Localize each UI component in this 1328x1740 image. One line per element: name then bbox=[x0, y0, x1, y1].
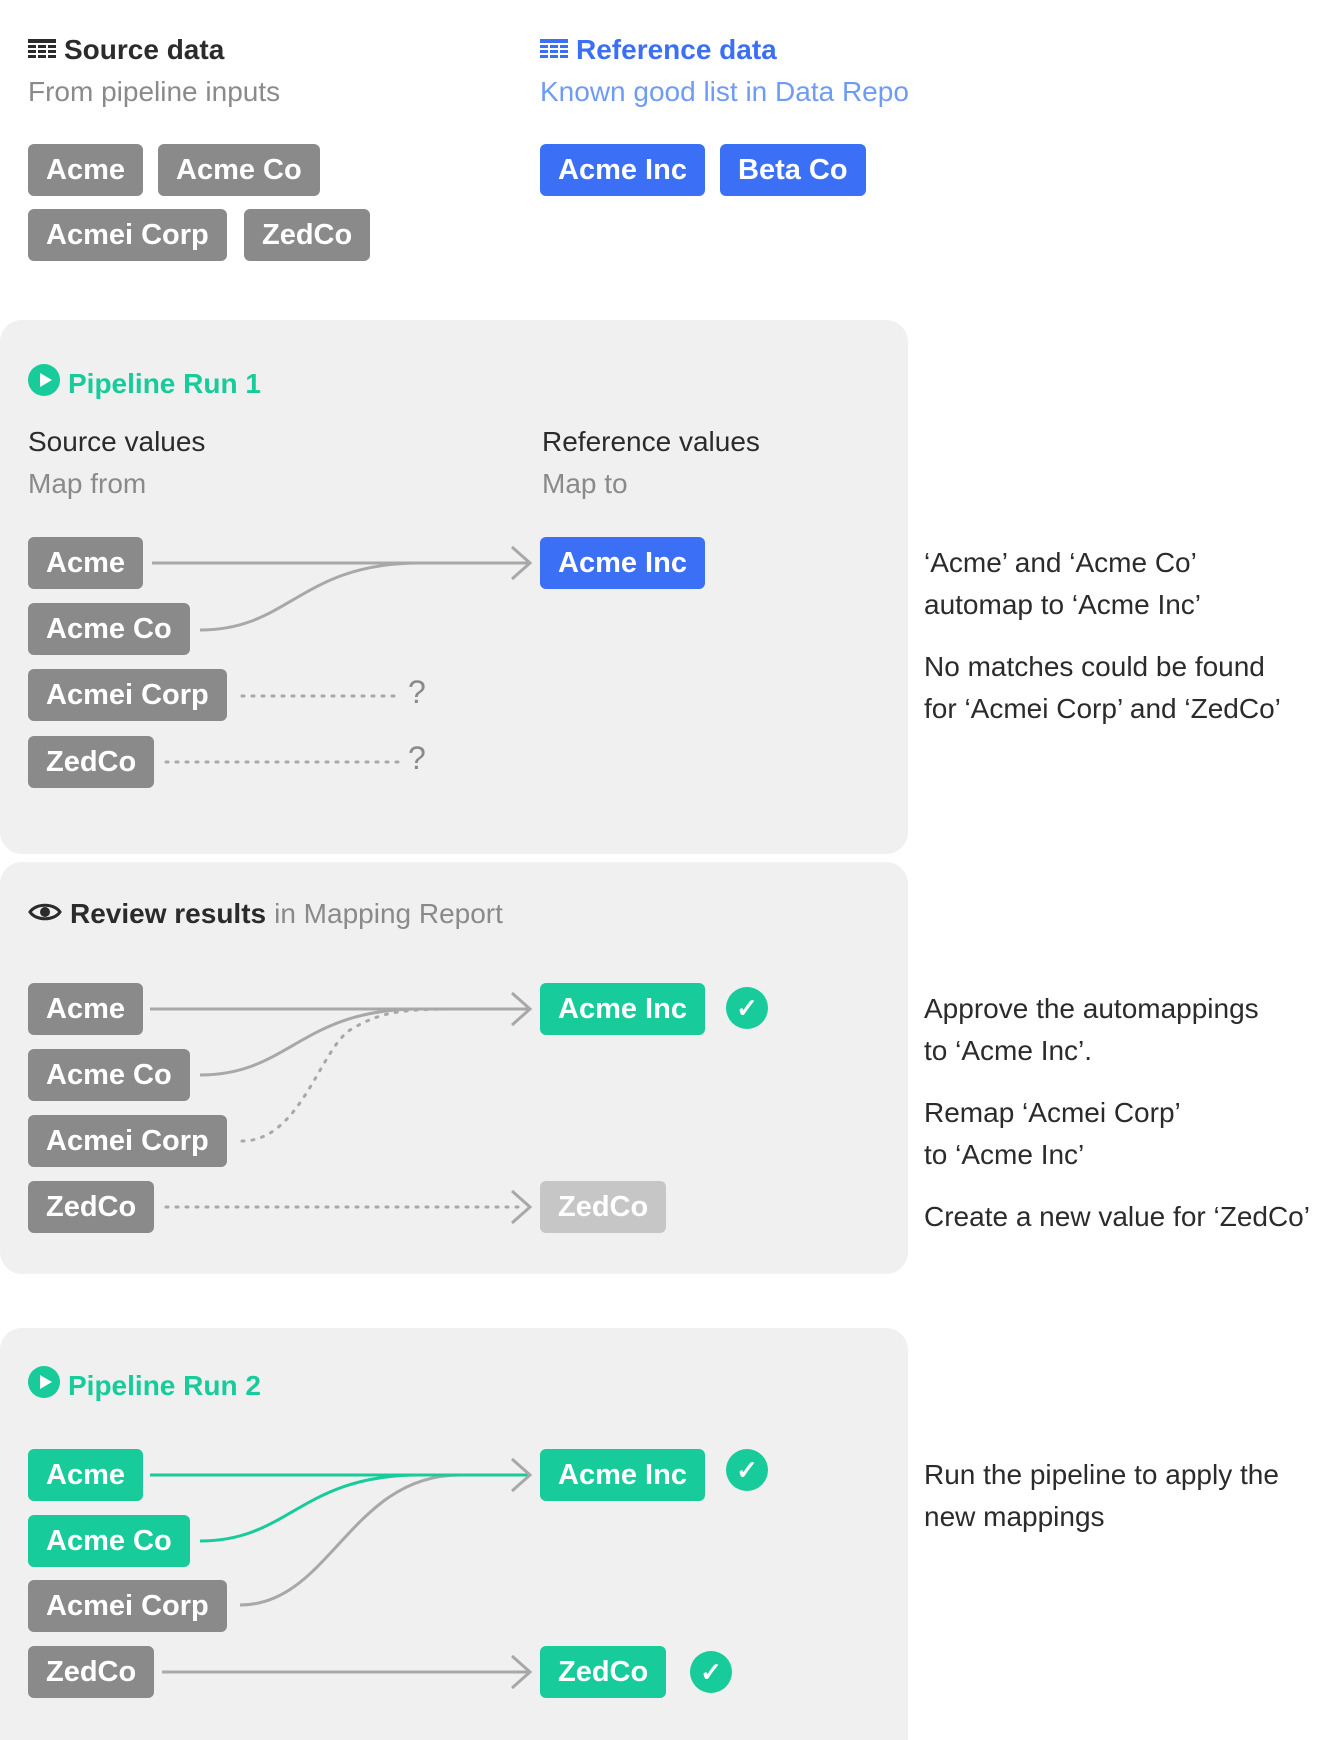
reference-chip: Acme Inc bbox=[540, 144, 705, 196]
arrow-head bbox=[511, 1457, 533, 1493]
arrow-head bbox=[511, 1654, 533, 1690]
source-chip: ZedCo bbox=[28, 1646, 155, 1698]
no-match-mark: ? bbox=[408, 740, 426, 776]
source-chip: ZedCo bbox=[28, 1181, 155, 1233]
table-grid-icon bbox=[540, 34, 568, 66]
source-chip: Acme Co bbox=[28, 1515, 190, 1567]
check-circle-icon: ✓ bbox=[726, 987, 768, 1029]
source-chip: Acme Co bbox=[28, 1049, 190, 1101]
source-chip: Acme bbox=[28, 144, 143, 196]
source-chip: Acmei Corp bbox=[28, 669, 227, 721]
source-chip: Acme bbox=[28, 537, 143, 589]
reference-data-header: Reference data bbox=[540, 34, 777, 66]
pipeline-run-1-title: Pipeline Run 1 bbox=[68, 367, 261, 399]
map-to-label: Map to bbox=[542, 468, 628, 499]
note-text: automap to ‘Acme Inc’ bbox=[924, 589, 1202, 620]
note-text: to ‘Acme Inc’. bbox=[924, 1035, 1093, 1066]
note-text: Approve the automappings bbox=[924, 993, 1259, 1024]
check-circle-icon: ✓ bbox=[726, 1449, 768, 1491]
reference-chip: Beta Co bbox=[720, 144, 866, 196]
source-chip: Acmei Corp bbox=[28, 1580, 227, 1632]
source-data-title: Source data bbox=[64, 34, 225, 65]
arrow-head bbox=[511, 991, 533, 1027]
pipeline-run-2-title: Pipeline Run 2 bbox=[68, 1369, 261, 1401]
play-circle-icon bbox=[28, 1366, 60, 1405]
target-chip: Acme Inc bbox=[540, 983, 705, 1035]
source-chip: Acme bbox=[28, 983, 143, 1035]
arrow-head bbox=[511, 545, 533, 581]
target-chip: ZedCo bbox=[540, 1646, 667, 1698]
source-chip: Acme Co bbox=[158, 144, 320, 196]
target-chip: Acme Inc bbox=[540, 1449, 705, 1501]
check-circle-icon: ✓ bbox=[690, 1651, 732, 1693]
reference-values-header: Reference values bbox=[542, 426, 760, 457]
note-text: ‘Acme’ and ‘Acme Co’ bbox=[924, 547, 1197, 578]
connector-line bbox=[199, 1473, 421, 1543]
reference-data-title: Reference data bbox=[576, 34, 777, 65]
target-chip: Acme Inc bbox=[540, 537, 705, 589]
table-grid-icon bbox=[28, 34, 56, 66]
note-text: Create a new value for ‘ZedCo’ bbox=[924, 1201, 1310, 1232]
source-chip: Acmei Corp bbox=[28, 1115, 227, 1167]
note-text: to ‘Acme Inc’ bbox=[924, 1139, 1085, 1170]
map-from-label: Map from bbox=[28, 468, 147, 499]
source-chip: ZedCo bbox=[244, 209, 371, 261]
note-text: for ‘Acmei Corp’ and ‘ZedCo’ bbox=[924, 693, 1281, 724]
source-chip: Acmei Corp bbox=[28, 209, 227, 261]
note-text: No matches could be found bbox=[924, 651, 1265, 682]
pipeline-run-2-header: Pipeline Run 2 bbox=[28, 1366, 261, 1405]
connector-line bbox=[199, 1007, 421, 1077]
eye-icon bbox=[28, 898, 62, 930]
source-data-header: Source data bbox=[28, 34, 224, 66]
note-text: Run the pipeline to apply the bbox=[924, 1459, 1279, 1490]
note-text: new mappings bbox=[924, 1501, 1105, 1532]
source-chip: Acme Co bbox=[28, 603, 190, 655]
arrow-head bbox=[511, 1189, 533, 1225]
review-results-header: Review results in Mapping Report bbox=[28, 898, 503, 930]
source-data-subtitle: From pipeline inputs bbox=[28, 76, 281, 107]
review-results-suffix: in Mapping Report bbox=[274, 898, 503, 929]
pipeline-run-1-header: Pipeline Run 1 bbox=[28, 364, 261, 403]
source-chip: ZedCo bbox=[28, 736, 155, 788]
source-chip: Acme bbox=[28, 1449, 143, 1501]
source-values-header: Source values bbox=[28, 426, 206, 457]
target-chip-new: ZedCo bbox=[540, 1181, 667, 1233]
connector-line bbox=[239, 1473, 461, 1607]
note-text: Remap ‘Acmei Corp’ bbox=[924, 1097, 1181, 1128]
no-match-mark: ? bbox=[408, 674, 426, 710]
play-circle-icon bbox=[28, 364, 60, 403]
review-results-title: Review results bbox=[70, 898, 267, 929]
connector-line bbox=[199, 561, 421, 632]
reference-data-subtitle: Known good list in Data Repo bbox=[540, 76, 909, 107]
